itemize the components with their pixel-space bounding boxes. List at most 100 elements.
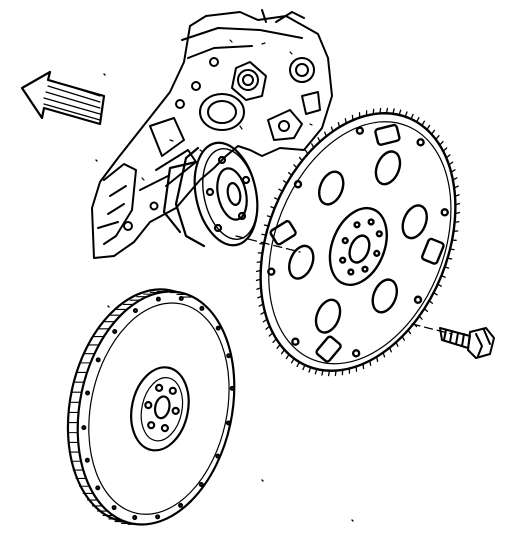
gear-tooth [330, 126, 334, 133]
gear-tooth [375, 356, 379, 362]
rim-dot [132, 515, 138, 521]
rim-dot [85, 390, 91, 396]
gear-tooth [454, 194, 460, 197]
rim-dot [225, 420, 231, 426]
gear-tooth [430, 129, 436, 135]
gear-tooth [444, 266, 450, 269]
gear-tooth [337, 122, 341, 128]
hub-bolt-hole [375, 230, 383, 238]
hub-bolt-hole [339, 256, 347, 264]
gear-tooth [392, 108, 395, 115]
gear-tooth [454, 211, 461, 215]
gear-tooth [272, 338, 277, 344]
rim-dot [226, 353, 232, 359]
gear-tooth [258, 303, 264, 307]
gear-tooth [448, 161, 454, 166]
hub-bolt-hole [347, 268, 355, 276]
rim-dot [155, 296, 161, 302]
gear-tooth [401, 335, 405, 341]
bolt-icon [439, 327, 495, 359]
rim-hole [293, 180, 303, 189]
gear-tooth [379, 107, 382, 115]
converter-pad [315, 335, 342, 363]
gear-tooth [317, 137, 321, 143]
rim-dot [198, 482, 204, 488]
gear-tooth [261, 233, 267, 236]
gear-tooth [293, 164, 298, 169]
rim-dot [81, 425, 87, 431]
rim-dot [95, 485, 101, 491]
gear-tooth [407, 329, 412, 335]
rim-dot [199, 305, 205, 311]
rim-hole [413, 295, 423, 304]
rim-dot [229, 385, 235, 391]
flywheel-icon [66, 288, 236, 526]
gear-tooth [432, 292, 438, 296]
gear-tooth [324, 131, 327, 137]
flexplate-icon [255, 107, 461, 377]
gear-tooth [398, 109, 402, 116]
rim-dot [132, 308, 138, 314]
gear-tooth [454, 202, 461, 206]
converter-pad [374, 123, 401, 146]
gear-tooth [321, 369, 324, 376]
gear-tooth [382, 351, 386, 358]
flexplate-hole [288, 244, 315, 280]
gear-tooth [450, 169, 456, 173]
gear-tooth [385, 107, 389, 114]
gear-tooth [263, 224, 270, 227]
gear-tooth [311, 143, 315, 149]
rim-hole [416, 138, 425, 147]
gear-tooth [308, 366, 312, 373]
gear-tooth [282, 180, 288, 184]
hub-bolt-hole [361, 265, 369, 273]
gear-tooth [369, 360, 372, 366]
rim-dot [155, 514, 161, 520]
gear-tooth [274, 197, 279, 201]
gear-tooth [270, 206, 276, 209]
gear-tooth [314, 368, 318, 375]
hub-bolt-hole [353, 221, 361, 229]
hub-bolt-hole [341, 237, 349, 245]
rim-dot [111, 505, 117, 511]
converter-pad [421, 237, 445, 265]
hub-bolt-hole [147, 421, 156, 430]
flexplate-hole [374, 150, 402, 186]
gear-tooth [415, 116, 420, 123]
speck-marks [95, 73, 354, 522]
gear-tooth [426, 124, 431, 131]
gear-tooth [449, 248, 455, 251]
gear-tooth [298, 156, 303, 162]
flexplate-hole [318, 170, 345, 206]
gear-tooth [344, 118, 347, 124]
crankshaft-flange-icon [162, 141, 259, 248]
gear-tooth [265, 325, 271, 330]
hub-bolt-hole [168, 386, 177, 395]
gear-tooth [435, 135, 440, 141]
gear-tooth [404, 111, 408, 118]
gear-tooth [452, 177, 458, 181]
gear-tooth [302, 364, 306, 371]
rim-hole [291, 337, 300, 346]
gear-tooth [296, 361, 301, 368]
rim-dot [112, 328, 118, 334]
gear-tooth [362, 363, 365, 370]
gear-tooth [428, 300, 434, 304]
hub-bolt-hole [155, 383, 164, 393]
gear-tooth [280, 349, 286, 355]
hub-bolt-hole [144, 400, 153, 410]
gear-tooth [257, 295, 263, 299]
gear-tooth [445, 154, 451, 159]
flexplate-hole [401, 204, 428, 240]
gear-tooth [351, 114, 354, 121]
gear-tooth [255, 269, 262, 273]
gear-tooth [440, 275, 446, 278]
gear-tooth [437, 283, 442, 287]
gear-tooth [327, 370, 331, 377]
rim-hole [440, 208, 449, 217]
rim-dot [84, 457, 90, 463]
gear-tooth [268, 332, 274, 337]
rim-dot [95, 357, 101, 363]
